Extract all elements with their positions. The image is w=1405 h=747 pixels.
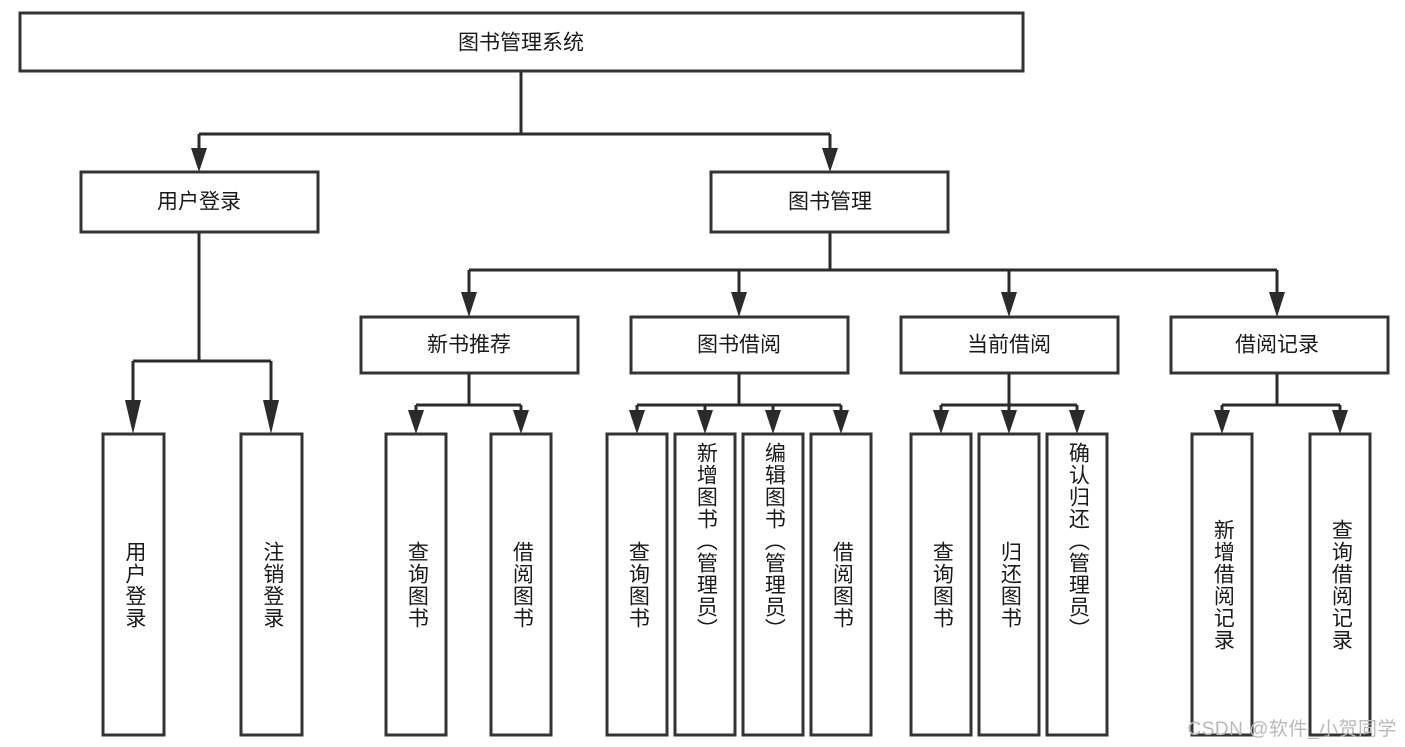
node-book-borrow-box[interactable] bbox=[629, 315, 850, 375]
node-leaf-query-book-2-box[interactable] bbox=[605, 432, 669, 737]
arrow-head-new-book bbox=[461, 292, 477, 317]
node-user-login-label: 用户登录 bbox=[157, 191, 241, 214]
node-new-book-box[interactable] bbox=[359, 315, 580, 375]
node-leaf-query-record-box[interactable] bbox=[1308, 432, 1372, 737]
node-leaf-edit-book-box[interactable] bbox=[741, 432, 805, 737]
node-leaf-user-login-box[interactable] bbox=[101, 432, 166, 737]
arrow-head-leaf-add-book bbox=[697, 410, 713, 434]
node-leaf-add-record-box[interactable] bbox=[1190, 432, 1254, 737]
arrow-head-leaf-logout bbox=[263, 400, 279, 434]
node-root-box[interactable] bbox=[18, 11, 1025, 73]
node-current-borrow-box[interactable] bbox=[899, 315, 1120, 375]
arrow-head-leaf-add-record bbox=[1214, 410, 1230, 434]
connector-layer bbox=[125, 71, 1348, 434]
arrow-head-leaf-query-book-1 bbox=[408, 410, 424, 434]
node-book-manage-box[interactable] bbox=[709, 170, 950, 234]
arrow-head-leaf-borrow-book-1 bbox=[513, 410, 529, 434]
node-leaf-confirm-return-box[interactable] bbox=[1045, 432, 1109, 737]
arrow-head-leaf-query-book-2 bbox=[629, 410, 645, 434]
node-leaf-borrow-book-1-box[interactable] bbox=[489, 432, 553, 737]
node-layer: 图书管理系统 用户登录 图书管理 新书推荐 图书借阅 当前借阅 借阅记录 bbox=[18, 11, 1390, 737]
node-borrow-record-box[interactable] bbox=[1169, 315, 1390, 375]
node-book-manage-label: 图书管理 bbox=[788, 191, 872, 214]
node-leaf-return-book-box[interactable] bbox=[977, 432, 1041, 737]
arrow-head-user-login bbox=[191, 148, 207, 172]
arrow-head-leaf-query-record bbox=[1332, 410, 1348, 434]
node-user-login-box[interactable] bbox=[79, 170, 320, 234]
arrow-head-book-borrow bbox=[731, 292, 747, 317]
arrow-head-leaf-confirm-return bbox=[1069, 410, 1085, 434]
arrow-head-leaf-user-login bbox=[125, 400, 141, 434]
arrow-head-leaf-query-book-3 bbox=[933, 410, 949, 434]
node-current-borrow-label: 当前借阅 bbox=[967, 334, 1051, 357]
node-leaf-query-book-1-box[interactable] bbox=[384, 432, 448, 737]
node-root-label: 图书管理系统 bbox=[458, 32, 584, 55]
node-leaf-add-book-box[interactable] bbox=[673, 432, 737, 737]
arrow-head-book-manage bbox=[822, 148, 838, 172]
arrow-head-borrow-record bbox=[1269, 292, 1285, 317]
node-borrow-record-label: 借阅记录 bbox=[1235, 334, 1319, 357]
arrow-head-leaf-return-book bbox=[1001, 410, 1017, 434]
csdn-watermark: CSDN @软件_小贺同学 bbox=[1187, 719, 1397, 740]
arrow-head-leaf-borrow-book-2 bbox=[833, 410, 849, 434]
arrow-head-leaf-edit-book bbox=[765, 410, 781, 434]
node-leaf-borrow-book-2-box[interactable] bbox=[809, 432, 873, 737]
node-leaf-logout-box[interactable] bbox=[239, 432, 304, 737]
arrow-head-current-borrow bbox=[1001, 292, 1017, 317]
node-new-book-label: 新书推荐 bbox=[427, 334, 511, 357]
node-book-borrow-label: 图书借阅 bbox=[697, 334, 781, 357]
node-leaf-query-book-3-box[interactable] bbox=[909, 432, 973, 737]
